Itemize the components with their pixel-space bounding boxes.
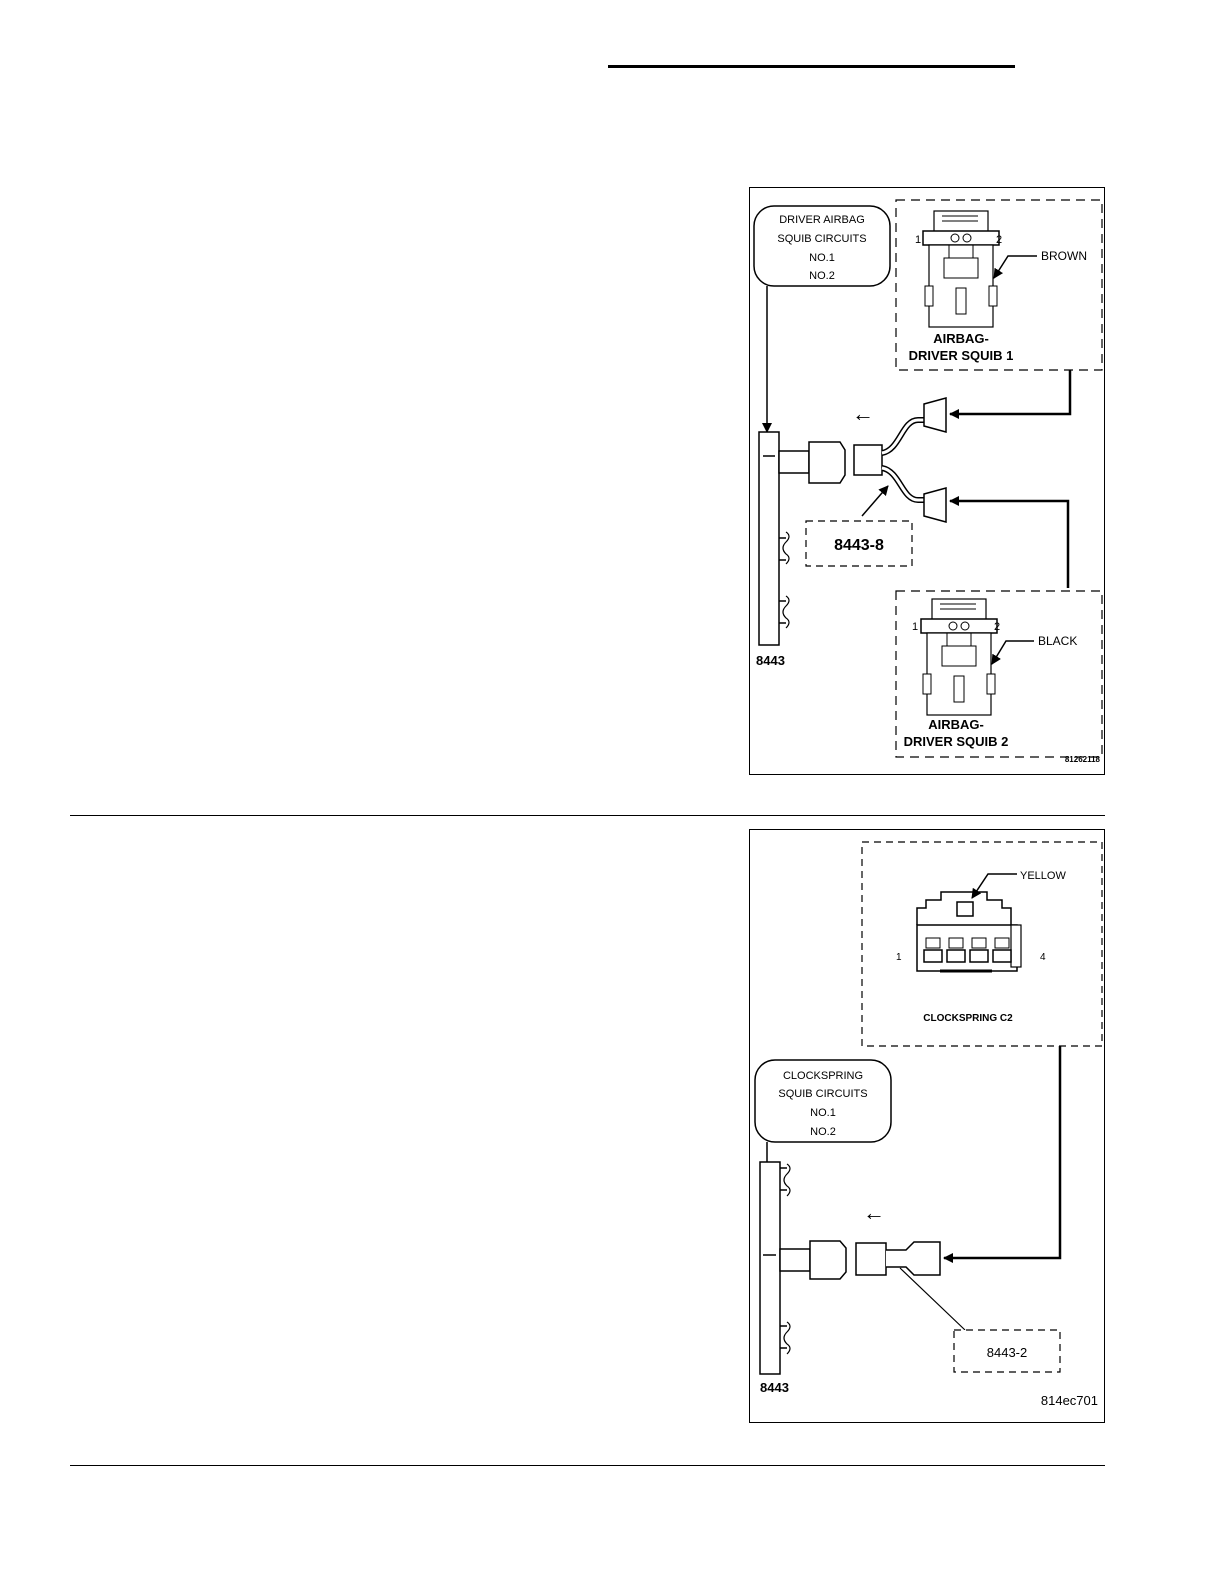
- callout2-line-4: NO.2: [810, 1126, 836, 1138]
- figure-clockspring: YELLOW 1 4 CLOCKSPRING C2 CLOCKSPRING SQ…: [749, 829, 1105, 1423]
- connector1-title-line-1: AIRBAG-: [933, 331, 989, 346]
- bottom-rule: [70, 1465, 1105, 1466]
- tool-connector-2: [810, 1241, 846, 1279]
- adapter-label-2: 8443-2: [987, 1345, 1027, 1360]
- connector2-to-harness-arrow: [950, 501, 1068, 588]
- callout-line-3: NO.1: [809, 252, 835, 264]
- clockspring-to-adapter-arrow: [944, 1046, 1060, 1258]
- clockspring-pin-right: 4: [1040, 952, 1046, 963]
- figure-driver-squib: DRIVER AIRBAG SQUIB CIRCUITS NO.1 NO.2 8…: [749, 187, 1105, 775]
- callout-line-1: DRIVER AIRBAG: [779, 214, 865, 226]
- clockspring-connector-drawing: [917, 892, 1021, 971]
- figure-clockspring-drawing: YELLOW 1 4 CLOCKSPRING C2 CLOCKSPRING SQ…: [750, 830, 1106, 1424]
- connector2-color-label: BLACK: [1038, 634, 1077, 648]
- direction-arrow-icon: ←: [852, 401, 874, 426]
- tool-connector: [809, 442, 845, 483]
- connector2-title-line-2: DRIVER SQUIB 2: [904, 734, 1009, 749]
- connector1-box: [896, 200, 1102, 370]
- connector1-to-harness-arrow: [950, 370, 1070, 414]
- figure-id-2: 814ec701: [1041, 1393, 1098, 1408]
- section-divider-rule: [70, 815, 1105, 816]
- callout2-line-1: CLOCKSPRING: [783, 1070, 863, 1082]
- callout2-line-2: SQUIB CIRCUITS: [778, 1088, 867, 1100]
- connector2-pin-left: 1: [912, 621, 918, 633]
- callout-line-4: NO.2: [809, 270, 835, 282]
- tool-label-2: 8443: [760, 1380, 789, 1395]
- tool-8443-bar-2: [760, 1162, 780, 1374]
- top-short-rule: [608, 65, 1015, 68]
- tool-8443-bar: [759, 432, 779, 645]
- clockspring-title: CLOCKSPRING C2: [923, 1013, 1013, 1024]
- connector2-title-line-1: AIRBAG-: [928, 717, 984, 732]
- harness-end-upper: [924, 398, 946, 432]
- connector1-pin-right: 2: [996, 234, 1002, 246]
- connector2-pin-right: 2: [994, 621, 1000, 633]
- adapter-body-2: [856, 1243, 886, 1275]
- harness-end-lower: [924, 488, 946, 522]
- connector1-title-line-2: DRIVER SQUIB 1: [909, 348, 1014, 363]
- callout2-line-3: NO.1: [810, 1107, 836, 1119]
- callout-line-2: SQUIB CIRCUITS: [777, 233, 866, 245]
- figure-id: 81262118: [1065, 755, 1101, 764]
- tool-label: 8443: [756, 653, 785, 668]
- adapter-label: 8443-8: [834, 537, 884, 554]
- clockspring-pin-left: 1: [896, 952, 902, 963]
- squib-connector-2-drawing: [921, 599, 997, 715]
- squib-connector-1-drawing: [923, 211, 999, 327]
- adapter-lead-2: [886, 1242, 940, 1275]
- clockspring-color-label: YELLOW: [1020, 870, 1066, 882]
- connector1-pin-left: 1: [915, 234, 921, 246]
- connector1-color-label: BROWN: [1041, 249, 1087, 263]
- direction-arrow-icon-2: ←: [863, 1200, 885, 1225]
- adapter-body: [854, 445, 882, 475]
- figure-driver-squib-drawing: DRIVER AIRBAG SQUIB CIRCUITS NO.1 NO.2 8…: [750, 188, 1106, 776]
